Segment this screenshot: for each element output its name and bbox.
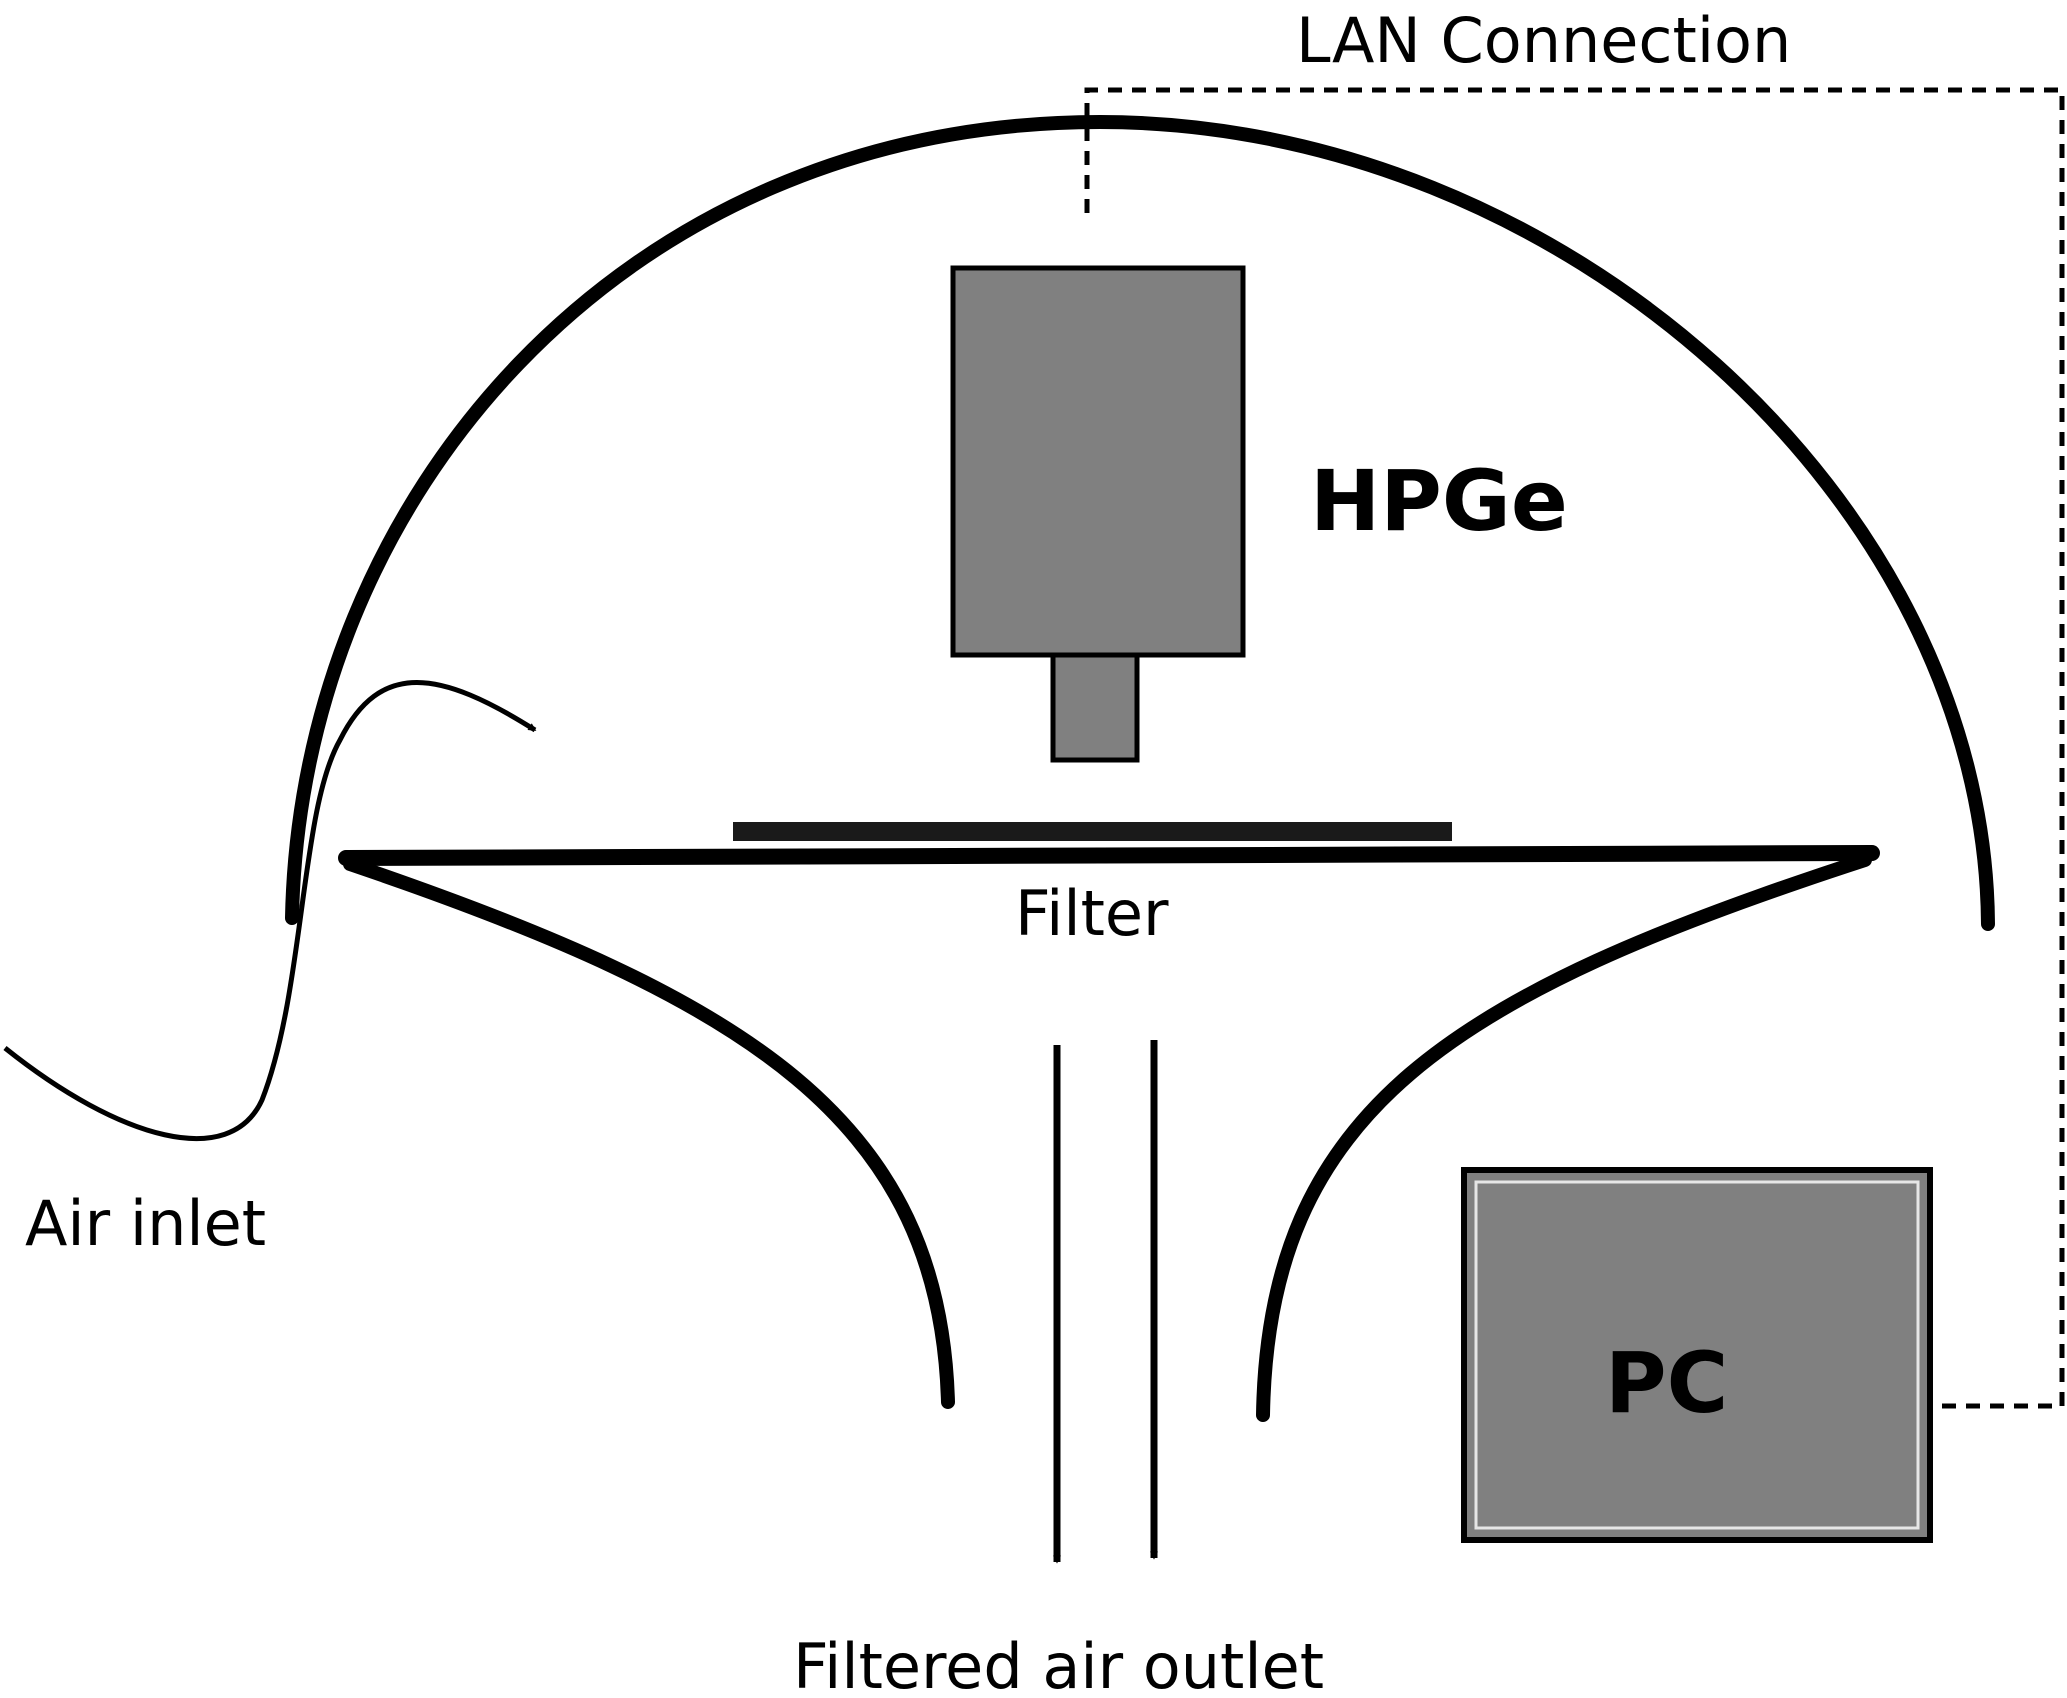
air-inlet-flow-arrow (3, 680, 537, 1142)
filtered-air-outlet-label: Filtered air outlet (793, 1630, 1324, 1698)
hpge-detector-tip (1050, 652, 1140, 763)
funnel-top-edge (338, 845, 1880, 866)
air-inlet-label: Air inlet (25, 1187, 266, 1260)
pc-box (1461, 1167, 1933, 1543)
hpge-label: HPGe (1310, 452, 1568, 550)
pc-box-inner-border (1474, 1180, 1920, 1530)
pc-label: PC (1605, 1334, 1728, 1432)
lan-connection-line (1084, 87, 2065, 1409)
hpge-detector-body (950, 265, 1246, 658)
lan-connection-label: LAN Connection (1296, 4, 1791, 77)
dome-enclosure (285, 114, 1995, 931)
funnel-right-wall (1256, 853, 1872, 1422)
funnel-left-wall (343, 857, 955, 1409)
filter-plate (733, 822, 1452, 841)
filter-label: Filter (1015, 877, 1169, 950)
